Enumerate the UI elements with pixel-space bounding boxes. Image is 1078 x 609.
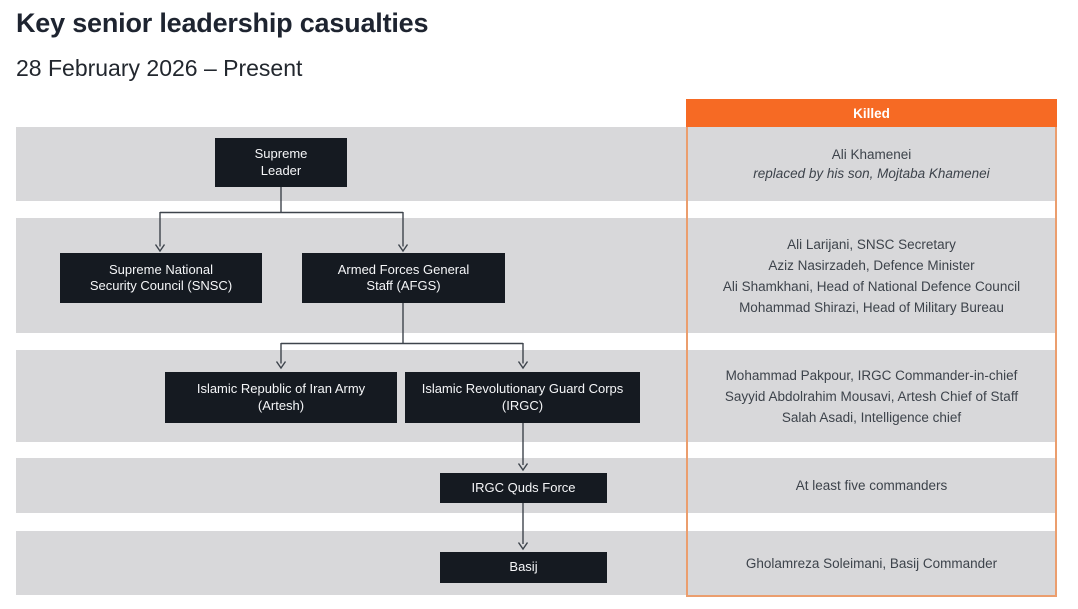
node-label-line: Armed Forces General xyxy=(337,261,470,277)
node-label-line: (Artesh) xyxy=(257,397,305,413)
killed-column-header: Killed xyxy=(686,99,1057,127)
node-label-line: Islamic Revolutionary Guard Corps xyxy=(421,381,624,396)
node-label-line: Supreme xyxy=(254,146,308,161)
node-label-line: Basij xyxy=(509,559,538,575)
node-irgc-quds-force: IRGC Quds Force xyxy=(440,473,607,503)
node-irgc: Islamic Revolutionary Guard Corps (IRGC) xyxy=(405,372,640,423)
page-subtitle: 28 February 2026 – Present xyxy=(16,55,303,81)
node-supreme-leader: Supreme Leader xyxy=(215,138,347,187)
killed-cell-quds-force: At least five commanders xyxy=(688,458,1055,513)
node-label-line: Security Council (SNSC) xyxy=(89,278,233,293)
killed-cell-artesh-irgc: Mohammad Pakpour, IRGC Commander-in-chie… xyxy=(688,350,1055,442)
killed-cell-snsc-afgs: Ali Larijani, SNSC Secretary Aziz Nasirz… xyxy=(688,218,1055,333)
page-title: Key senior leadership casualties xyxy=(16,8,429,38)
killed-name: Ali Larijani, SNSC Secretary xyxy=(787,236,956,252)
killed-name: Mohammad Shirazi, Head of Military Burea… xyxy=(739,299,1004,315)
killed-name: Sayyid Abdolrahim Mousavi, Artesh Chief … xyxy=(724,388,1019,404)
node-afgs: Armed Forces General Staff (AFGS) xyxy=(302,253,505,303)
node-label-line: IRGC Quds Force xyxy=(471,479,576,495)
killed-replacement-note: replaced by his son, Mojtaba Khamenei xyxy=(753,166,990,181)
killed-name: Ali Khamenei xyxy=(831,147,912,162)
killed-cell-supreme-leader: Ali Khamenei replaced by his son, Mojtab… xyxy=(688,127,1055,201)
killed-cell-basij: Gholamreza Soleimani, Basij Commander xyxy=(688,531,1055,595)
node-artesh: Islamic Republic of Iran Army (Artesh) xyxy=(165,372,397,423)
node-label-line: Staff (AFGS) xyxy=(366,278,441,293)
node-basij: Basij xyxy=(440,552,607,583)
node-label-line: (IRGC) xyxy=(501,397,544,413)
killed-name: Ali Shamkhani, Head of National Defence … xyxy=(722,278,1021,294)
node-label-line: Islamic Republic of Iran Army xyxy=(196,381,366,396)
killed-name: Salah Asadi, Intelligence chief xyxy=(781,409,962,425)
killed-name: Aziz Nasirzadeh, Defence Minister xyxy=(768,257,975,273)
killed-name: Gholamreza Soleimani, Basij Commander xyxy=(745,555,998,571)
node-label-line: Leader xyxy=(260,162,302,178)
node-snsc: Supreme National Security Council (SNSC) xyxy=(60,253,262,303)
killed-name: At least five commanders xyxy=(795,478,948,493)
killed-name: Mohammad Pakpour, IRGC Commander-in-chie… xyxy=(725,367,1018,383)
node-label-line: Supreme National xyxy=(108,261,214,277)
